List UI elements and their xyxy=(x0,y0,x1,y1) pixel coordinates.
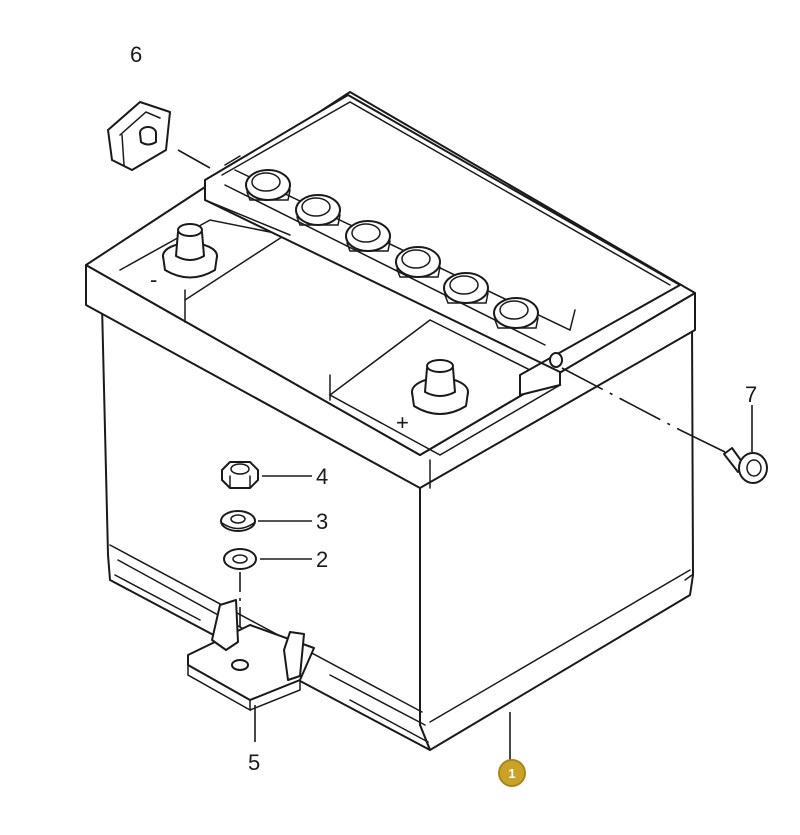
callout-5: 5 xyxy=(248,750,260,775)
spring-washer-part xyxy=(220,510,312,532)
callout-3: 3 xyxy=(316,509,328,534)
battery-lid xyxy=(85,91,696,489)
negative-terminal xyxy=(162,223,218,279)
terminal-cover-part xyxy=(107,101,211,171)
flat-washer-part xyxy=(223,548,312,662)
cell-cap xyxy=(245,169,291,201)
cell-cap xyxy=(395,246,441,278)
callout-6: 6 xyxy=(130,42,142,67)
battery-case xyxy=(101,304,694,751)
cell-caps xyxy=(245,169,539,329)
positive-sign: + xyxy=(396,410,409,435)
badge-circle[interactable] xyxy=(498,759,526,787)
vent-hole xyxy=(549,352,563,368)
negative-sign: - xyxy=(150,267,157,292)
callout-7: 7 xyxy=(745,382,757,407)
cell-cap xyxy=(443,272,489,304)
part-1-badge[interactable]: 1 xyxy=(498,759,526,787)
cell-cap xyxy=(345,220,391,252)
nut-part xyxy=(221,461,312,489)
callout-1[interactable]: 1 xyxy=(508,766,515,781)
callout-2: 2 xyxy=(316,547,328,572)
callout-4: 4 xyxy=(316,464,328,489)
cell-cap xyxy=(493,297,539,329)
cell-cap xyxy=(295,194,341,226)
hold-down-clamp-part xyxy=(187,599,315,742)
vent-plug-part xyxy=(561,367,768,484)
positive-terminal xyxy=(411,359,469,415)
